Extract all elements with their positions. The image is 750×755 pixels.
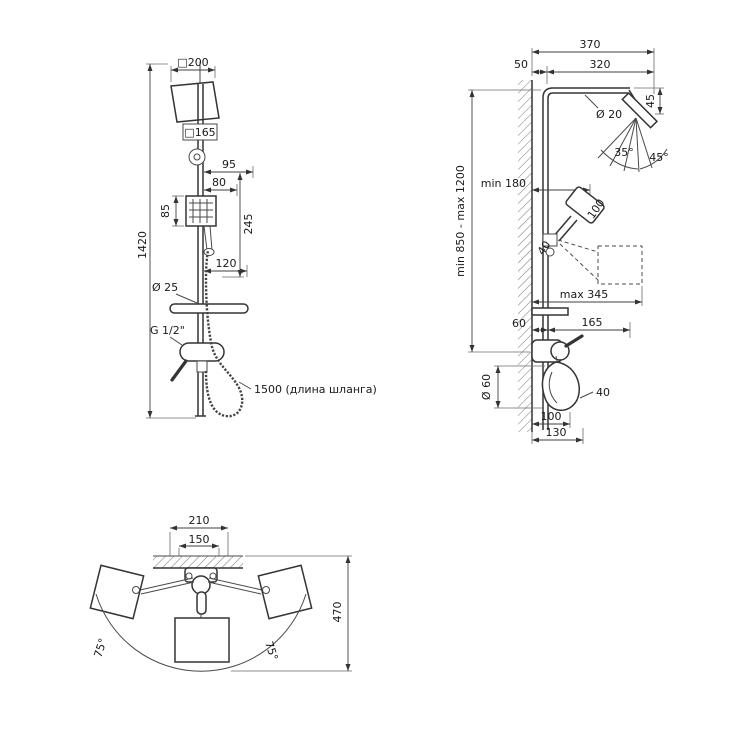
dim-front-height: 1420 — [136, 231, 149, 259]
dim-bracket-square: □165 — [184, 126, 215, 139]
dim-min-180: min 180 — [481, 177, 526, 190]
swing-arms — [139, 577, 263, 595]
dim-max-345: max 345 — [560, 288, 608, 301]
wall-top — [153, 555, 243, 569]
dim-height-range: min 850 - max 1200 — [454, 165, 467, 277]
head-center-position — [174, 617, 230, 663]
dim-angle-75-left: 75° — [91, 637, 109, 660]
riser-pipe-side — [542, 87, 637, 430]
dim-245: 245 — [242, 214, 255, 235]
soap-shelf-side — [531, 307, 569, 316]
dim-angle-45: 45° — [649, 151, 669, 164]
dim-60: 60 — [512, 317, 526, 330]
dim-50: 50 — [514, 58, 528, 71]
hand-shower-front — [185, 195, 217, 256]
mixer-side — [531, 334, 584, 363]
dim-470: 470 — [331, 602, 344, 623]
dim-angle-75-right: 75° — [262, 640, 280, 663]
dim-100: 100 — [541, 410, 562, 423]
swing-arc — [95, 593, 307, 672]
thread-label: G 1/2" — [150, 324, 185, 337]
dim-130: 130 — [546, 426, 567, 439]
dim-45: 45 — [644, 94, 657, 108]
shower-hose — [204, 249, 244, 418]
head-swung-left — [89, 564, 145, 620]
soap-shelf — [169, 303, 249, 314]
spray-lines — [597, 117, 668, 173]
dim-40: 40 — [596, 386, 610, 399]
rain-head-side — [621, 91, 659, 129]
dim-95: 95 — [222, 158, 236, 171]
hand-shower-side — [542, 186, 605, 257]
side-view: 35° 45° 370 50 320 45 Ø 20 min 180 — [454, 38, 669, 444]
dim-pipe-dia-20: Ø 20 — [596, 108, 622, 121]
hose-length-label: 1500 (длина шланга) — [254, 383, 377, 396]
dim-165: 165 — [582, 316, 603, 329]
dim-80: 80 — [212, 176, 226, 189]
dim-dia-60: Ø 60 — [480, 374, 493, 400]
mixer-top — [184, 567, 218, 615]
dim-angle-35: 35° — [614, 146, 634, 159]
wall-side — [518, 80, 533, 432]
hanging-hand-shower — [541, 355, 580, 411]
dim-320: 320 — [590, 58, 611, 71]
dim-210: 210 — [189, 514, 210, 527]
top-view: 210 150 — [89, 514, 352, 672]
dim-370: 370 — [580, 38, 601, 51]
dim-85: 85 — [159, 204, 172, 218]
dim-150: 150 — [189, 533, 210, 546]
front-view: 1420 □200 □165 95 80 — [136, 56, 377, 419]
alt-position-dashed — [557, 239, 643, 285]
slide-bracket — [182, 123, 218, 141]
head-swung-right — [257, 564, 313, 620]
rain-head-front — [170, 62, 220, 123]
dim-head-square: □200 — [177, 56, 208, 69]
dim-pipe-diameter: Ø 25 — [152, 281, 178, 294]
dim-120: 120 — [216, 257, 237, 270]
